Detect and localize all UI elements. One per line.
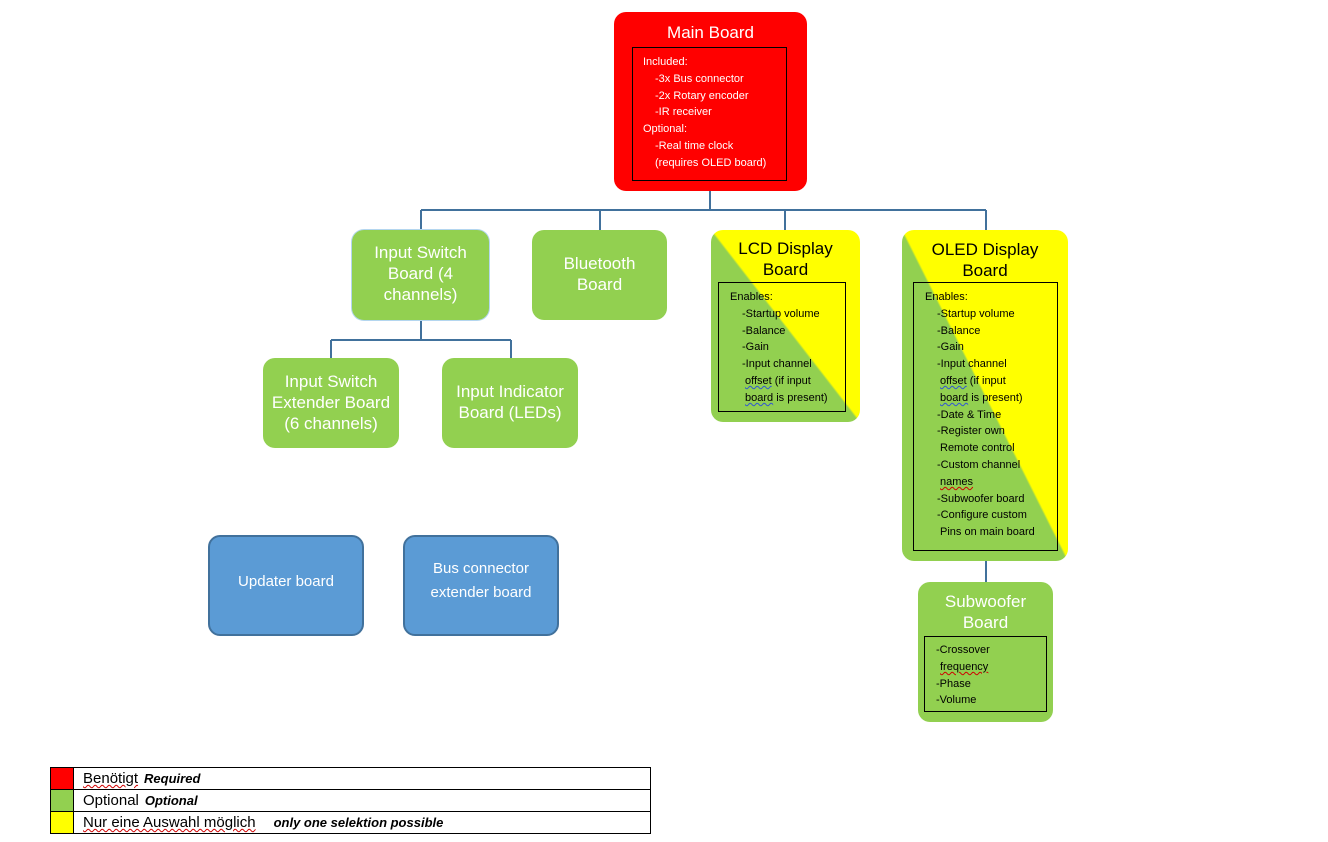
legend-label: Nur eine Auswahl möglich — [83, 814, 256, 831]
lcd-info-line: (if input — [774, 374, 811, 387]
oled-info-line: -Startup volume — [937, 307, 1015, 320]
oled-info-line: -Date & Time — [937, 408, 1002, 421]
oled-info-line: -Subwoofer board — [937, 492, 1025, 505]
lcd-info-line: is present) — [776, 391, 828, 404]
oled-info-line: Enables: — [925, 291, 968, 303]
oled-info-line: names — [940, 475, 974, 488]
subwoofer-info-line: -Crossover — [936, 644, 990, 656]
legend-text: Benötigt Required — [73, 767, 651, 790]
lcd-info-line: board — [745, 391, 774, 404]
oled-info-line: -Configure custom — [937, 509, 1027, 522]
subwoofer-info-line: -Volume — [936, 694, 977, 707]
indicator-title-line: Board (LEDs) — [458, 403, 562, 422]
bus-extender-title-line: extender board — [430, 584, 532, 601]
main-info-line: -3x Bus connector — [655, 72, 744, 85]
legend-text: Nur eine Auswahl möglich only one selekti… — [73, 811, 651, 834]
subwoofer-info-line: frequency — [940, 660, 989, 673]
bus-connector-extender-board-node: Bus connector extender board — [403, 535, 559, 636]
legend-label-en: only one selektion possible — [273, 815, 444, 830]
legend-label: Optional — [83, 792, 139, 809]
subwoofer-title-line: Board — [962, 613, 1009, 632]
main-board-info-box: Included: -3x Bus connector -2x Rotary e… — [632, 47, 787, 181]
bluetooth-board-node: Bluetooth Board — [532, 230, 667, 320]
main-info-line: -2x Rotary encoder — [655, 89, 749, 102]
lcd-info-line: -Balance — [742, 324, 786, 337]
oled-title-line: OLED Display — [931, 240, 1039, 259]
lcd-info-box: Enables: -Startup volume -Balance -Gain … — [718, 282, 846, 412]
input-switch-title-line: channels) — [383, 285, 458, 304]
lcd-info-line: -Gain — [742, 341, 769, 354]
input-switch-extender-board-node: Input Switch Extender Board (6 channels) — [263, 358, 399, 448]
subwoofer-title-line: Subwoofer — [944, 592, 1027, 611]
main-info-line: -IR receiver — [655, 106, 712, 119]
oled-info-line: -Register own — [937, 425, 1005, 438]
legend-table: Benötigt Required Optional Optional Nur ei… — [50, 767, 651, 834]
main-info-line: -Real time clock — [655, 139, 734, 152]
subwoofer-info-box: -Crossover frequency -Phase -Volume — [924, 636, 1047, 712]
main-info-line: (requires OLED board) — [655, 156, 767, 169]
updater-board-node: Updater board — [208, 535, 364, 636]
lcd-title-line: LCD Display — [738, 239, 833, 258]
main-board-node: Main Board Included: -3x Bus connector -… — [614, 12, 807, 191]
lcd-info-line: offset — [745, 374, 772, 387]
input-switch-board-node: Input Switch Board (4 channels) — [352, 230, 489, 320]
legend-label-en: Optional — [144, 793, 198, 808]
legend-row-one-choice: Nur eine Auswahl möglich only one selekti… — [50, 811, 651, 834]
bluetooth-title-line: Bluetooth — [563, 254, 636, 273]
oled-info-line: -Custom channel — [937, 458, 1021, 471]
extender-title-line: (6 channels) — [284, 414, 378, 433]
oled-info-line: Remote control — [940, 442, 1015, 455]
oled-display-board-node: OLED Display Board Enables: -Startup vol… — [902, 230, 1068, 561]
indicator-title-line: Input Indicator — [456, 382, 564, 401]
input-switch-title-line: Board (4 — [387, 264, 454, 283]
legend-label: Benötigt — [83, 770, 139, 787]
main-info-line: Included: — [643, 56, 688, 68]
updater-title-line: Updater board — [238, 573, 334, 590]
oled-info-line: offset — [940, 374, 967, 387]
oled-info-line: -Input channel — [937, 358, 1007, 371]
lcd-info-line: -Startup volume — [742, 307, 820, 320]
legend-swatch-optional — [50, 789, 74, 812]
bus-extender-title-line: Bus connector — [433, 560, 529, 577]
lcd-info-line: -Input channel — [742, 358, 812, 371]
main-board-title: Main Board — [667, 23, 754, 42]
legend-label-en: Required — [144, 771, 201, 786]
legend-text: Optional Optional — [73, 789, 651, 812]
oled-info-line: Pins on main board — [940, 526, 1035, 539]
input-indicator-board-node: Input Indicator Board (LEDs) — [442, 358, 578, 448]
oled-info-box: Enables: -Startup volume -Balance -Gain … — [913, 282, 1058, 551]
bluetooth-title-line: Board — [576, 275, 623, 294]
legend-swatch-required — [50, 767, 74, 790]
lcd-info-line: Enables: — [730, 291, 773, 303]
oled-title-line: Board — [962, 261, 1008, 280]
lcd-display-board-node: LCD Display Board Enables: -Startup volu… — [711, 230, 860, 422]
input-switch-title-line: Input Switch — [374, 243, 467, 262]
oled-info-line: -Gain — [937, 341, 964, 354]
subwoofer-info-line: -Phase — [936, 677, 971, 690]
subwoofer-board-node: Subwoofer Board -Crossover frequency -Ph… — [918, 582, 1053, 722]
legend-swatch-one-choice — [50, 811, 74, 834]
lcd-title-line: Board — [762, 260, 809, 279]
oled-info-line: is present) — [971, 391, 1023, 404]
oled-info-line: (if input — [969, 374, 1006, 387]
extender-title-line: Extender Board — [271, 393, 391, 412]
main-info-line: Optional: — [643, 123, 688, 136]
legend-row-optional: Optional Optional — [50, 789, 651, 812]
legend-row-required: Benötigt Required — [50, 767, 651, 790]
oled-info-line: board — [940, 391, 969, 404]
extender-title-line: Input Switch — [284, 372, 378, 391]
oled-info-line: -Balance — [937, 324, 981, 337]
